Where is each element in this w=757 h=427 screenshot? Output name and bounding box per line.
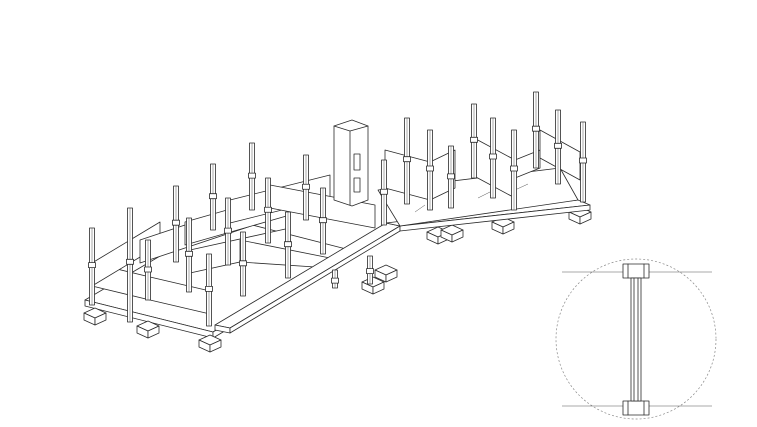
steel-post-icon	[510, 129, 518, 211]
tower-opening	[353, 153, 361, 171]
steel-post-icon	[579, 121, 587, 203]
steel-post-icon	[470, 103, 478, 179]
floor-marking	[477, 191, 491, 199]
steel-post-icon	[172, 185, 180, 263]
steel-post-icon	[264, 177, 272, 244]
tower-opening	[353, 177, 361, 193]
steel-post-icon	[205, 253, 213, 327]
steel-post-icon	[554, 109, 562, 185]
steel-post-icon	[239, 231, 247, 297]
detail-top-connector	[622, 263, 650, 279]
steel-post-icon	[532, 91, 540, 169]
detail-steel-post	[630, 277, 642, 402]
steel-post-icon	[185, 217, 193, 293]
steel-post-icon	[88, 227, 96, 306]
footing-block-icon	[198, 334, 222, 353]
floor-marking	[514, 183, 529, 191]
steel-post-icon	[284, 211, 292, 279]
steel-post-icon	[380, 159, 388, 226]
footing-block-icon	[374, 264, 398, 283]
steel-post-icon	[224, 197, 232, 266]
steel-post-icon	[248, 142, 256, 211]
magnified-detail-circle-icon	[555, 258, 717, 420]
stair-tower	[333, 119, 369, 207]
steel-post-icon	[426, 129, 434, 211]
footing-block-icon	[136, 320, 160, 339]
floor-marking	[414, 204, 426, 213]
footing-block-icon	[440, 224, 464, 243]
steel-post-icon	[302, 154, 310, 221]
steel-post-icon	[144, 239, 152, 301]
tower-body	[333, 119, 369, 207]
steel-post-icon	[447, 145, 455, 209]
steel-post-icon	[209, 163, 217, 231]
steel-post-icon	[489, 117, 497, 199]
footing-block-icon	[83, 307, 107, 326]
steel-post-icon	[319, 187, 327, 255]
detail-bottom-connector	[622, 400, 650, 416]
posts	[88, 91, 587, 327]
steel-post-icon	[366, 255, 374, 285]
steel-post-icon	[331, 269, 339, 289]
walkway-upper-edge	[399, 204, 591, 232]
detail-callout	[555, 258, 717, 420]
steel-post-icon	[126, 207, 134, 323]
steel-post-icon	[403, 117, 411, 205]
